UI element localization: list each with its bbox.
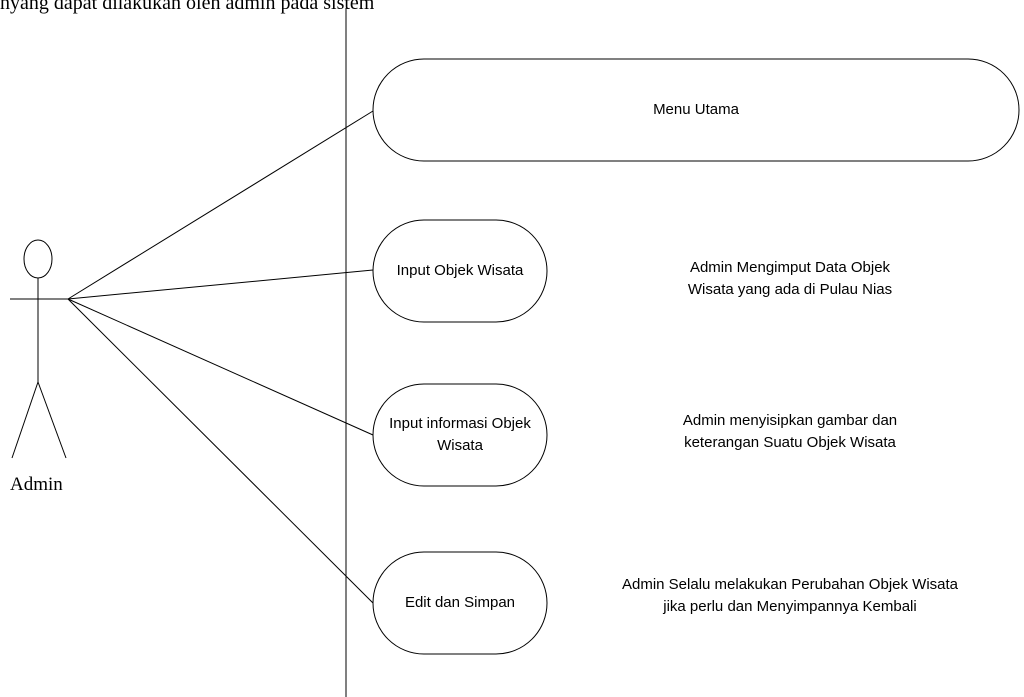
actor-left-leg xyxy=(11,381,39,459)
use-case-input-objek-wisata-label: Input Objek Wisata xyxy=(396,262,524,279)
note-input-informasi-line2: keterangan Suatu Objek Wisata xyxy=(684,434,896,451)
association-input-objek-wisata xyxy=(67,269,374,300)
actor-label: Admin xyxy=(10,474,63,495)
association-edit-dan-simpan xyxy=(67,298,374,604)
use-case-menu-utama[interactable]: Menu Utama xyxy=(373,59,1019,161)
use-case-edit-dan-simpan-label: Edit dan Simpan xyxy=(404,594,516,611)
note-input-informasi: Admin menyisipkan gambar dan keterangan … xyxy=(640,410,940,454)
use-case-menu-utama-label: Menu Utama xyxy=(653,101,739,118)
use-case-input-informasi-label-line2: Wisata xyxy=(437,437,483,454)
use-case-input-informasi-objek-wisata[interactable]: Input informasi Objek Wisata xyxy=(373,384,547,486)
note-edit-dan-simpan-line1: Admin Selalu melakukan Perubahan Objek W… xyxy=(621,576,958,593)
use-case-input-objek-wisata-shape xyxy=(372,219,548,323)
note-edit-dan-simpan: Admin Selalu melakukan Perubahan Objek W… xyxy=(600,574,980,618)
use-case-input-informasi-label-line1: Input informasi Objek xyxy=(389,415,531,432)
actor-head xyxy=(23,239,53,279)
use-case-input-informasi-shape xyxy=(372,383,548,487)
use-case-input-objek-wisata[interactable]: Input Objek Wisata xyxy=(373,220,547,322)
note-edit-dan-simpan-line2: jika perlu dan Menyimpannya Kembali xyxy=(663,598,917,615)
association-menu-utama xyxy=(67,110,374,300)
use-case-menu-utama-shape xyxy=(372,58,1020,162)
association-input-informasi xyxy=(67,298,374,436)
use-case-edit-dan-simpan-shape xyxy=(372,551,548,655)
actor-figure xyxy=(10,239,68,459)
note-input-objek-wisata: Admin Mengimput Data Objek Wisata yang a… xyxy=(640,257,940,301)
note-input-objek-wisata-line2: Wisata yang ada di Pulau Nias xyxy=(687,281,893,298)
header-partial-text: nyang dapat dilakukan oleh admin pada si… xyxy=(0,0,375,14)
use-case-edit-dan-simpan[interactable]: Edit dan Simpan xyxy=(373,552,547,654)
note-input-objek-wisata-line1: Admin Mengimput Data Objek xyxy=(689,259,891,276)
note-input-informasi-line1: Admin menyisipkan gambar dan xyxy=(682,412,898,429)
actor-right-leg xyxy=(37,381,67,459)
